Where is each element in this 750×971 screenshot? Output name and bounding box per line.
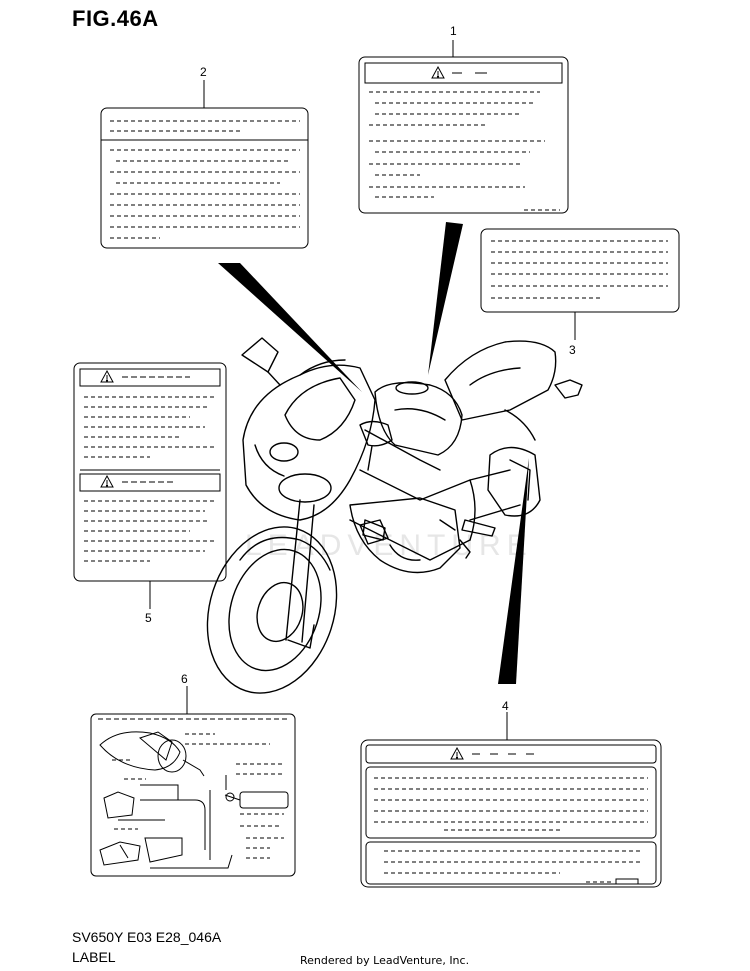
label-2	[100, 80, 309, 249]
watermark-text: LEADVENTURE	[245, 529, 533, 562]
fig-title: FIG.46A	[72, 6, 159, 31]
model-code: SV650Y E03 E28_046A	[72, 929, 222, 945]
label-6	[90, 686, 296, 877]
label-1	[358, 40, 569, 214]
label-4	[360, 712, 662, 888]
callout-2: 2	[200, 65, 207, 79]
callout-6: 6	[181, 672, 188, 686]
motorcycle-illustration	[206, 337, 583, 694]
diagram-caption: LABEL	[72, 949, 116, 965]
callout-4: 4	[502, 699, 509, 713]
callout-1: 1	[450, 24, 457, 38]
rendered-by-credit: Rendered by LeadVenture, Inc.	[300, 954, 470, 967]
label-3	[480, 228, 680, 340]
callout-3: 3	[569, 343, 576, 357]
callout-5: 5	[145, 611, 152, 625]
label-5	[73, 362, 227, 609]
leader-wedges	[218, 222, 529, 684]
